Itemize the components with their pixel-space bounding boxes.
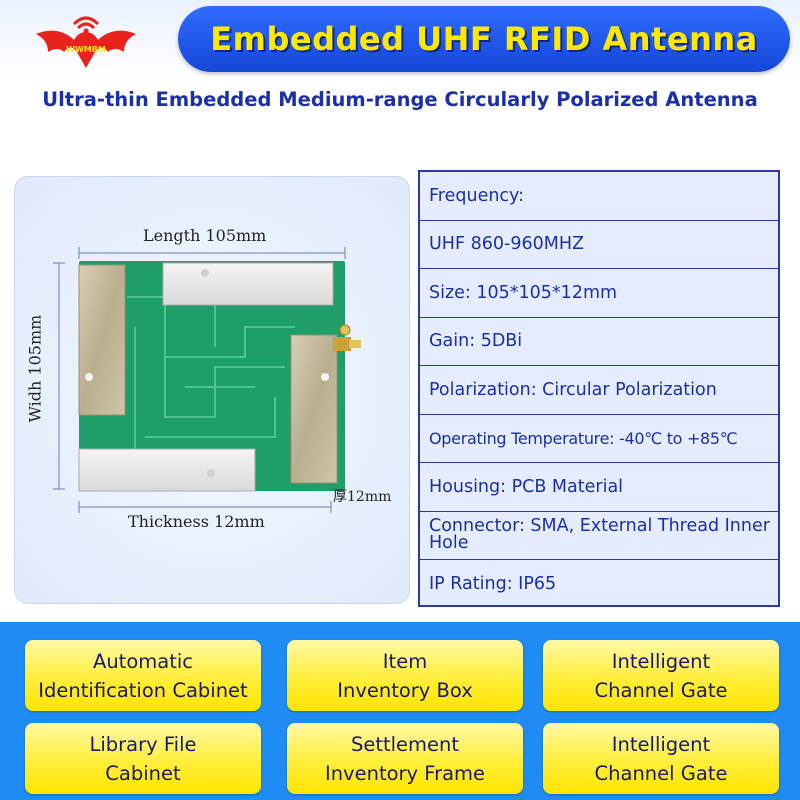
- page-title: Embedded UHF RFID Antenna: [210, 20, 758, 58]
- application-line2: Inventory Frame: [324, 761, 486, 785]
- spec-row-frequency: UHF 860-960MHZ: [420, 221, 778, 269]
- application-line2: Inventory Box: [337, 678, 473, 702]
- length-dimension-label: Length 105mm: [143, 226, 267, 245]
- application-line2: Identification Cabinet: [38, 678, 248, 702]
- product-image-panel: Length 105mm Widh 105mm Thickness 12mm 厚…: [14, 176, 410, 604]
- spec-table: Frequency: UHF 860-960MHZ Size: 105*105*…: [418, 170, 780, 607]
- spec-row-size: Size: 105*105*12mm: [420, 269, 778, 318]
- application-line1: Intelligent: [611, 732, 711, 756]
- thickness-dimension-label: Thickness 12mm: [128, 512, 265, 531]
- application-line2: Channel Gate: [594, 761, 728, 785]
- application-line1: Automatic: [92, 649, 193, 673]
- application-line1: Library File: [89, 732, 197, 756]
- svg-text:WWMBM: WWMBM: [66, 45, 106, 54]
- page-subtitle: Ultra-thin Embedded Medium-range Circula…: [42, 88, 758, 111]
- application-line1: Settlement: [350, 732, 460, 756]
- spec-row-connector: Connector: SMA, External Thread Inner Ho…: [420, 512, 778, 560]
- side-thickness-label: 厚12mm: [333, 489, 392, 505]
- antenna-board-illustration: [53, 247, 361, 513]
- application-line1: Item: [382, 649, 428, 673]
- brand-logo: WWMBM: [30, 12, 142, 74]
- application-line1: Intelligent: [611, 649, 711, 673]
- spec-row-ip-rating: IP Rating: IP65: [429, 574, 557, 595]
- spec-row-housing: Housing: PCB Material: [420, 463, 778, 512]
- bat-logo-icon: WWMBM: [36, 16, 136, 68]
- spec-row-operating-temperature: Operating Temperature: -40℃ to +85℃: [420, 415, 778, 463]
- spec-row-gain: Gain: 5DBi: [420, 318, 778, 366]
- application-line2: Cabinet: [105, 761, 181, 785]
- spec-row-polarization: Polarization: Circular Polarization: [420, 366, 778, 415]
- spec-row-frequency-heading: Frequency:: [420, 172, 778, 221]
- title-banner: Embedded UHF RFID Antenna: [178, 6, 790, 72]
- application-line2: Channel Gate: [594, 678, 728, 702]
- width-dimension-label: Widh 105mm: [25, 314, 45, 423]
